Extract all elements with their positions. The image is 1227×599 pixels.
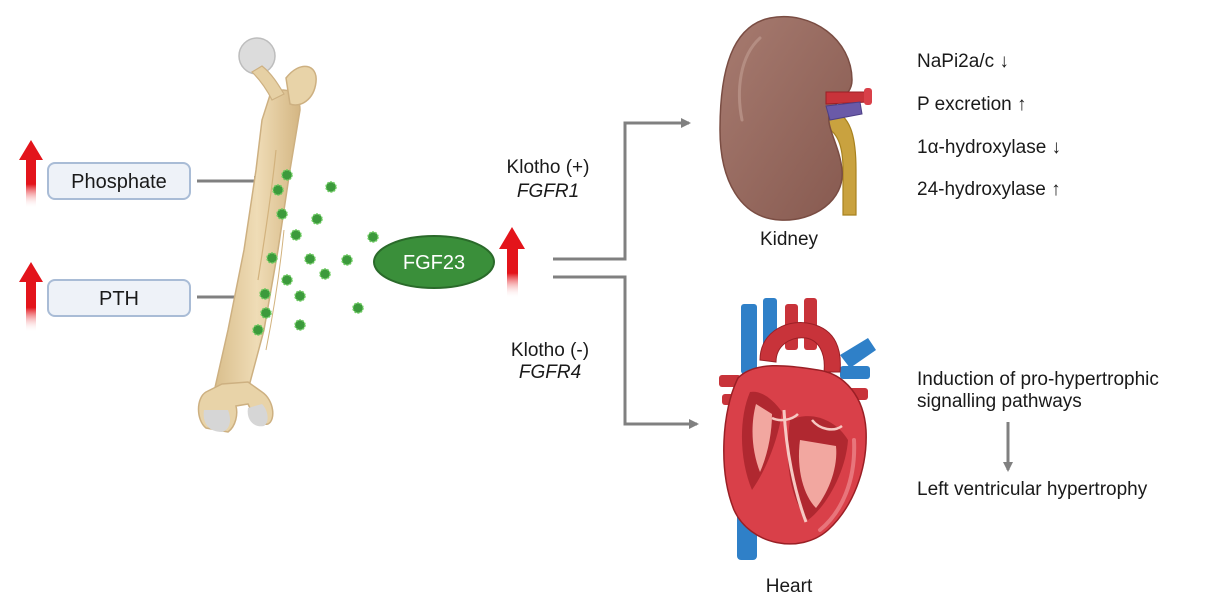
fgf23-particle [252,324,264,336]
fgf23-particle [352,302,364,314]
fgf23-particles [252,169,379,336]
kidney-receptor-label: FGFR1 [517,181,579,202]
fgf23-particle [304,253,316,265]
kidney-organ-label: Kidney [760,229,819,250]
phosphate-box: Phosphate [47,162,191,200]
heart-branch-arrow [553,275,699,429]
heart-outcome-label: Left ventricular hypertrophy [917,479,1148,500]
heart-receptor-label: FGFR4 [519,362,581,383]
fgf23-label: FGF23 [403,252,465,274]
heart-organ-label: Heart [766,576,813,597]
kidney-effect-p-excretion: P excretion ↑ [917,94,1026,115]
kidney-effect-24-hydroxylase: 24-hydroxylase ↑ [917,179,1061,200]
fgf23-particle [290,229,302,241]
fgf23-node: FGF23 [373,235,495,289]
pth-increase-arrow [19,262,43,332]
kidney-effect-1a-hydroxylase: 1α-hydroxylase ↓ [917,137,1061,158]
fgf23-particle [294,319,306,331]
heart-effect-line1: Induction of pro-hypertrophic [917,369,1159,390]
fgf23-particle [281,169,293,181]
kidney-effect-napi: NaPi2a/c ↓ [917,51,1009,72]
fgf23-particle [341,254,353,266]
fgf23-particle [319,268,331,280]
pth-box: PTH [47,279,191,317]
pth-label: PTH [99,288,139,310]
fgf23-particle [325,181,337,193]
kidney-branch-arrow [553,118,691,261]
fgf23-particle [276,208,288,220]
fgf23-particle [266,252,278,264]
heart-cofactor-label: Klotho (-) [511,340,589,361]
femur-bone-illustration [197,37,317,433]
fgf23-particle [259,288,271,300]
fgf23-particle [260,307,272,319]
phosphate-increase-arrow [19,140,43,208]
heart-illustration [719,298,876,560]
fgf23-particle [311,213,323,225]
fgf23-increase-arrow [499,227,525,298]
fgf23-particle [367,231,379,243]
heart-effect-line2: signalling pathways [917,391,1082,412]
kidney-cofactor-label: Klotho (+) [507,157,590,178]
phosphate-label: Phosphate [71,171,167,193]
fgf23-particle [281,274,293,286]
kidney-illustration [719,16,872,221]
fgf23-particle [272,184,284,196]
fgf23-particle [294,290,306,302]
